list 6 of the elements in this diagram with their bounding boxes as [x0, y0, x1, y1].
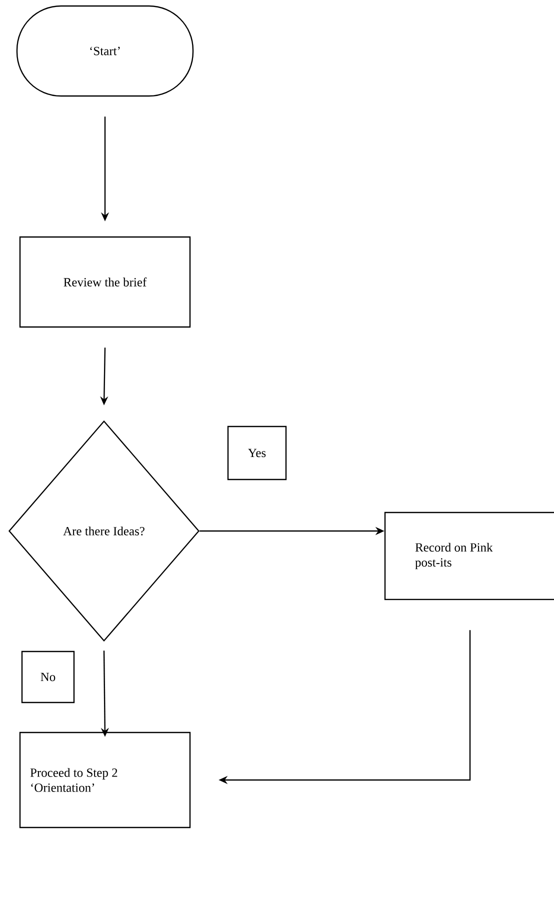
- start-terminal: ‘Start’: [16, 5, 194, 97]
- process-box: Review the brief: [19, 236, 191, 328]
- label-box: No: [21, 650, 75, 704]
- process-box: Record on Pink post-its: [384, 512, 554, 600]
- label-box: Yes: [227, 426, 287, 480]
- process-box: Proceed to Step 2 ‘Orientation’: [19, 732, 191, 828]
